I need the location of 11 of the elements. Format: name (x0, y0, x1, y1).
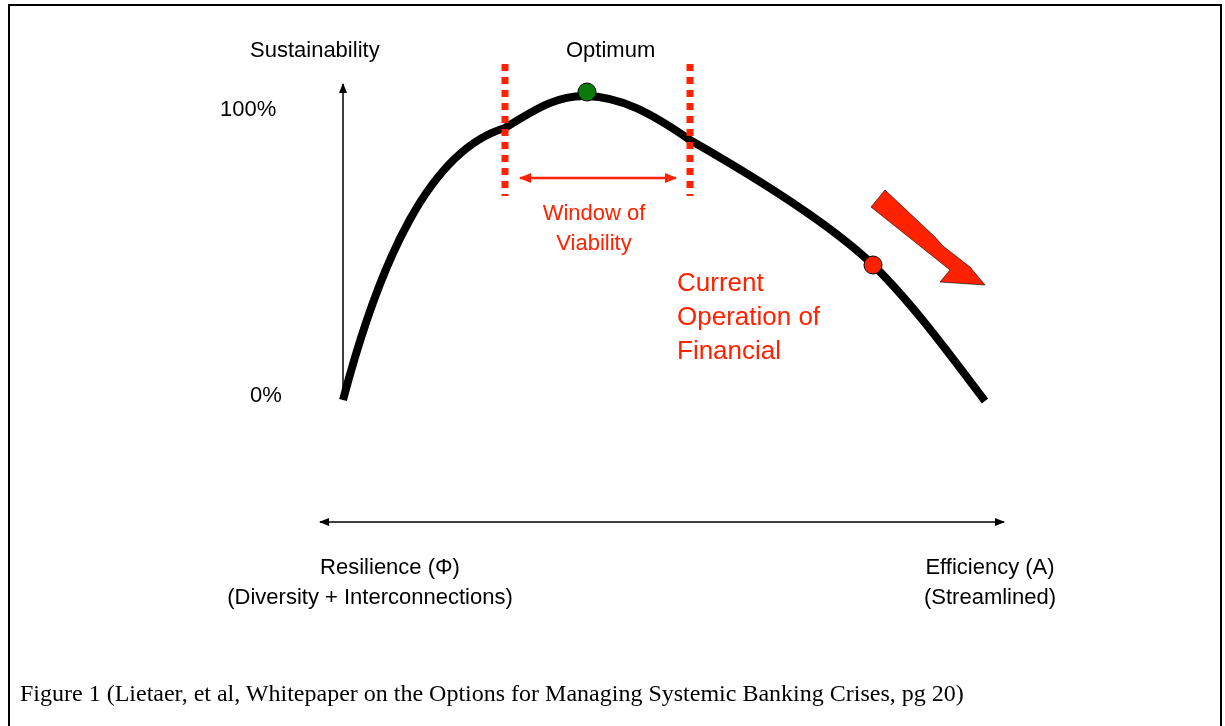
tick-label: 0% (250, 381, 282, 409)
axis-end-label: Resilience (Φ) (319, 553, 461, 581)
window-label: Window of Viability (541, 199, 647, 257)
axis-end-label: (Diversity + Interconnections) (226, 583, 514, 611)
axis-end-label: (Streamlined) (922, 583, 1057, 611)
tick-label: 100% (220, 95, 277, 123)
current-operation-label: Current Operation of Financial (677, 266, 822, 367)
axis-title: Sustainability (250, 36, 380, 64)
figure-caption: Figure 1 (Lietaer, et al, Whitepaper on the Options for Managing Systemic Banking Crises, pg 20) (20, 679, 964, 708)
axis-end-label: Efficiency (A) (924, 553, 1056, 581)
peak-label: Optimum (566, 36, 656, 64)
